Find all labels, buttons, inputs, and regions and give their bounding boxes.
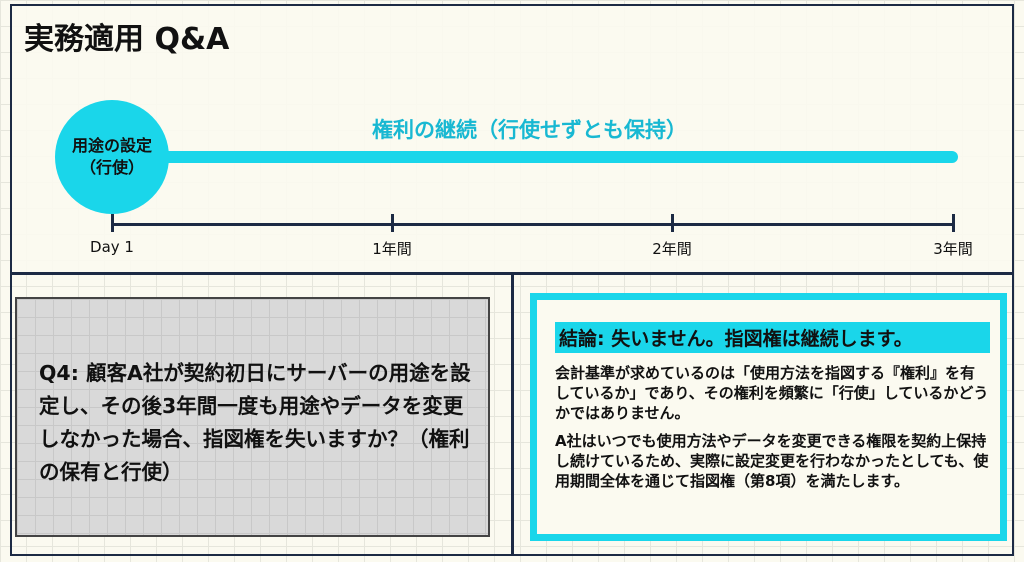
start-event-line1: 用途の設定 <box>71 136 152 155</box>
rights-continuation-bar <box>150 151 958 163</box>
page-title: 実務適用 Q&A <box>24 22 230 57</box>
timeline-axis <box>112 223 954 226</box>
start-event-line2: （行使） <box>79 158 144 177</box>
question-box: Q4: 顧客A社が契約初日にサーバーの用途を設定し、その後3年間一度も用途やデー… <box>15 297 490 537</box>
bar-label: 権利の継続（行使せずとも保持） <box>372 118 687 142</box>
answer-heading: 結論: 失いません。指図権は継続します。 <box>555 322 990 353</box>
answer-paragraph: 会計基準が求めているのは「使用方法を指図する『権利』を有しているか」であり、その… <box>555 364 989 422</box>
answer-panel <box>512 273 1014 556</box>
tick-mark <box>111 214 114 232</box>
timeline-panel <box>10 4 1014 274</box>
question-text: Q4: 顧客A社が契約初日にサーバーの用途を設定し、その後3年間一度も用途やデー… <box>39 361 471 484</box>
tick-label: Day 1 <box>90 238 134 256</box>
answer-box: 結論: 失いません。指図権は継続します。 会計基準が求めているのは「使用方法を指… <box>530 293 1007 541</box>
tick-label: 1年間 <box>372 240 412 258</box>
tick-label: 2年間 <box>652 240 692 258</box>
tick-mark <box>952 214 955 232</box>
answer-paragraph: A社はいつでも使用方法やデータを変更できる権限を契約上保持し続けているため、実際… <box>555 432 989 490</box>
tick-mark <box>391 214 394 232</box>
tick-label: 3年間 <box>933 240 973 258</box>
start-event-circle: 用途の設定 （行使） <box>55 100 169 214</box>
tick-mark <box>671 214 674 232</box>
